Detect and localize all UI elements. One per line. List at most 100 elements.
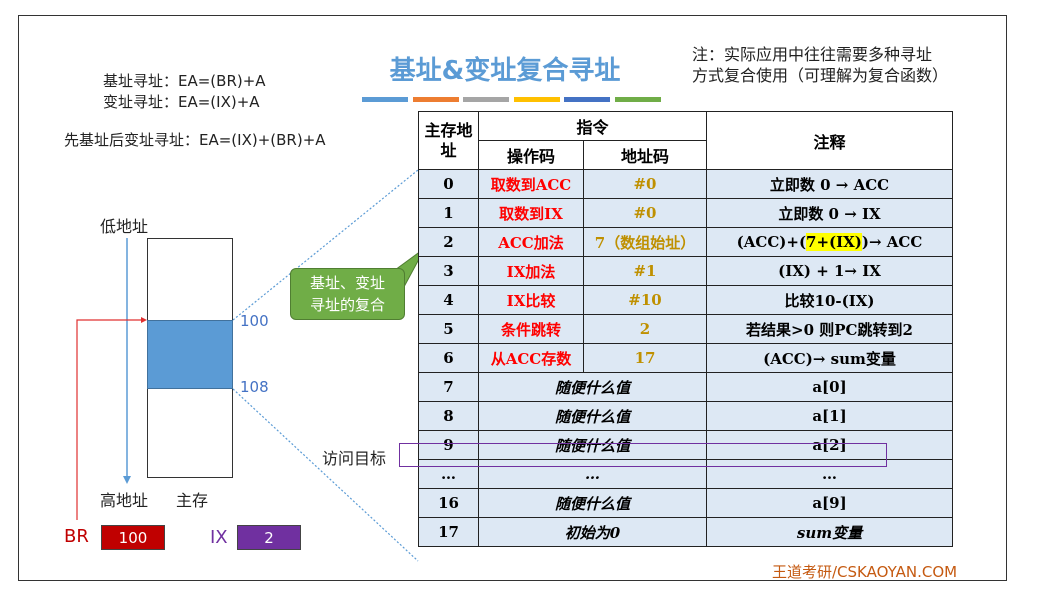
- high-address-label: 高地址: [100, 491, 149, 510]
- cell-address: #1: [583, 256, 707, 286]
- cell-comment: a[1]: [706, 401, 953, 431]
- cell-addr: 16: [418, 488, 479, 518]
- cell-addr: 0: [418, 169, 479, 199]
- access-target-label: 访问目标: [322, 449, 387, 468]
- br-label: BR: [64, 526, 89, 547]
- cell-opcode: 条件跳转: [478, 314, 584, 344]
- comment-post: )→ ACC: [861, 233, 923, 251]
- cell-addr: 1: [418, 198, 479, 228]
- accent-bar: [564, 97, 610, 102]
- cell-comment: sum变量: [706, 517, 953, 547]
- accent-bar: [614, 97, 661, 102]
- accent-bar: [362, 97, 408, 102]
- slide-frame: [18, 15, 1007, 581]
- cell-opcode: 取数到IX: [478, 198, 584, 228]
- slide-title: 基址&变址复合寻址: [389, 56, 621, 86]
- cell-addr: 2: [418, 227, 479, 257]
- cell-addr: 8: [418, 401, 479, 431]
- cell-comment: a[2]: [706, 430, 953, 460]
- cell-address: #0: [583, 198, 707, 228]
- callout-box: 基址、变址 寻址的复合: [290, 268, 405, 320]
- cell-opcode: IX比较: [478, 285, 584, 315]
- cell-comment: a[9]: [706, 488, 953, 518]
- cell-opcode: ACC加法: [478, 227, 584, 257]
- cell-comment: (IX) + 1→ IX: [706, 256, 953, 286]
- ix-label: IX: [210, 527, 228, 548]
- cell-comment: (ACC)→ sum变量: [706, 343, 953, 373]
- cell-addr: 7: [418, 372, 479, 402]
- header-opcode: 操作码: [478, 140, 584, 170]
- note-line: 注：实际应用中往往需要多种寻址: [692, 45, 933, 64]
- cell-address: #0: [583, 169, 707, 199]
- cell-value: 随便什么值: [478, 430, 707, 460]
- cell-address: 7（数组始址）: [583, 227, 707, 257]
- addr-end-label: 108: [240, 378, 269, 396]
- cell-address: 2: [583, 314, 707, 344]
- cell-value: 随便什么值: [478, 401, 707, 431]
- formula-base: 基址寻址：EA=(BR)+A: [103, 72, 266, 90]
- cell-value: 初始为0: [478, 517, 707, 547]
- accent-bar: [412, 97, 459, 102]
- cell-opcode: IX加法: [478, 256, 584, 286]
- cell-addr: 3: [418, 256, 479, 286]
- cell-comment: (ACC)+(7+(IX))→ ACC: [706, 227, 953, 257]
- accent-bar: [513, 97, 560, 102]
- cell-value: 随便什么值: [478, 372, 707, 402]
- table-header-row: 主存地址 指令 注释: [418, 111, 953, 170]
- cell-address: #10: [583, 285, 707, 315]
- callout-line: 基址、变址: [309, 274, 385, 292]
- ix-register: 2: [237, 525, 301, 550]
- table-row: ………: [418, 459, 953, 489]
- cell-addr: 5: [418, 314, 479, 344]
- comment-pre: (ACC)+(: [736, 233, 807, 251]
- formula-index: 变址寻址：EA=(IX)+A: [103, 93, 260, 111]
- cell-addr: 6: [418, 343, 479, 373]
- note-line: 方式复合使用（可理解为复合函数）: [692, 66, 949, 85]
- formula-combined: 先基址后变址寻址：EA=(IX)+(BR)+A: [64, 131, 326, 149]
- array-region: [147, 320, 233, 389]
- cell-comment: …: [706, 459, 953, 489]
- cell-value: …: [478, 459, 707, 489]
- cell-addr: 17: [418, 517, 479, 547]
- header-addr: 主存地址: [418, 111, 479, 170]
- note-text: 注：实际应用中往往需要多种寻址 方式复合使用（可理解为复合函数）: [692, 44, 948, 86]
- header-comment: 注释: [706, 111, 953, 170]
- br-pointer-line: [76, 319, 145, 520]
- cell-comment: 比较10-(IX): [706, 285, 953, 315]
- header-instr: 指令: [478, 111, 707, 141]
- memory-label: 主存: [176, 491, 209, 510]
- accent-bar: [463, 97, 509, 102]
- cell-address: 17: [583, 343, 707, 373]
- cell-opcode: 从ACC存数: [478, 343, 584, 373]
- addr-start-label: 100: [240, 312, 269, 330]
- access-target-highlight: [399, 443, 887, 467]
- low-address-label: 低地址: [100, 217, 149, 236]
- cell-comment: 立即数 0 → IX: [706, 198, 953, 228]
- cell-comment: a[0]: [706, 372, 953, 402]
- footer-watermark: 王道考研/CSKAOYAN.COM: [772, 563, 958, 581]
- callout-line: 寻址的复合: [309, 296, 385, 314]
- header-address: 地址码: [583, 140, 707, 170]
- br-register: 100: [101, 525, 165, 550]
- cell-comment: 若结果>0 则PC跳转到2: [706, 314, 953, 344]
- cell-comment: 立即数 0 → ACC: [706, 169, 953, 199]
- comment-highlight: 7+(IX): [806, 233, 862, 251]
- cell-addr: 4: [418, 285, 479, 315]
- cell-value: 随便什么值: [478, 488, 707, 518]
- cell-opcode: 取数到ACC: [478, 169, 584, 199]
